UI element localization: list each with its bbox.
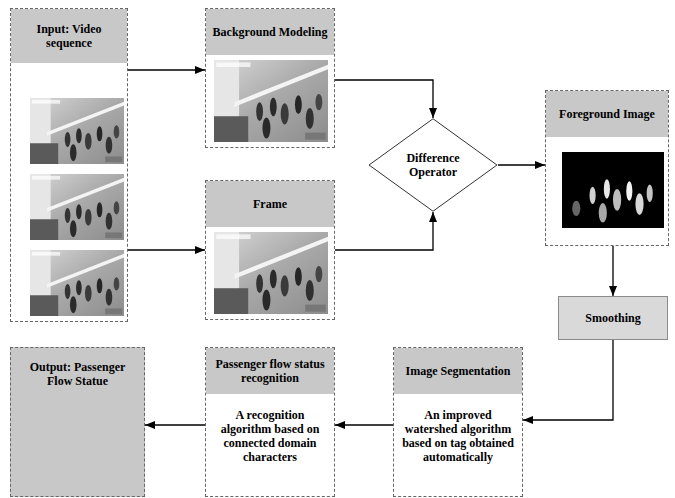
box-label: Output: Passenger Flow Statue bbox=[18, 360, 137, 388]
process-box: Foreground Image bbox=[545, 90, 669, 246]
box-header: Frame bbox=[206, 181, 334, 227]
frame-image bbox=[214, 232, 328, 314]
box-header: Passenger flow status recognition bbox=[206, 348, 334, 394]
box-title: Passenger flow status recognition bbox=[212, 357, 328, 385]
output-box: Output: Passenger Flow Statue bbox=[10, 347, 145, 497]
box-description: A recognition algorithm based on connect… bbox=[212, 408, 328, 464]
process-box: Image Segmentation An improved watershed … bbox=[393, 347, 523, 497]
box-body: A recognition algorithm based on connect… bbox=[206, 394, 334, 469]
box-body: An improved watershed algorithm based on… bbox=[394, 394, 522, 469]
box-label: Smoothing bbox=[585, 311, 640, 325]
box-header: Image Segmentation bbox=[394, 348, 522, 394]
box-title: Image Segmentation bbox=[406, 364, 511, 378]
decision-diamond: Difference Operator bbox=[368, 118, 498, 212]
box-description: An improved watershed algorithm based on… bbox=[400, 408, 516, 464]
box-title: Background Modeling bbox=[213, 25, 328, 39]
flow-arrow bbox=[523, 340, 613, 420]
box-header: Foreground Image bbox=[546, 91, 668, 137]
decision-label: Difference Operator bbox=[397, 151, 469, 179]
video-frame-image bbox=[30, 250, 124, 316]
input-box: Input: Video sequence bbox=[10, 8, 128, 322]
box-title: Foreground Image bbox=[559, 107, 655, 121]
background-image bbox=[214, 60, 328, 142]
box-header: Background Modeling bbox=[206, 9, 334, 55]
flow-arrow bbox=[498, 164, 545, 165]
flow-arrow bbox=[128, 69, 205, 70]
box-header: Input: Video sequence bbox=[11, 9, 127, 63]
process-box: Smoothing bbox=[558, 296, 668, 340]
process-box: Background Modeling bbox=[205, 8, 335, 148]
flow-arrow bbox=[335, 212, 433, 250]
process-box: Passenger flow status recognition A recog… bbox=[205, 347, 335, 497]
video-frame-image bbox=[30, 174, 124, 240]
box-title: Input: Video sequence bbox=[17, 22, 121, 50]
diamond-shape bbox=[369, 119, 497, 211]
process-box: Frame bbox=[205, 180, 335, 320]
box-title: Frame bbox=[253, 197, 287, 211]
flow-arrow bbox=[335, 424, 393, 425]
flow-arrow bbox=[128, 249, 205, 250]
flow-arrow bbox=[612, 246, 613, 296]
video-frame-image bbox=[30, 98, 124, 164]
foreground-image bbox=[562, 152, 664, 228]
flow-arrow bbox=[335, 80, 433, 118]
flow-arrow bbox=[145, 424, 205, 425]
